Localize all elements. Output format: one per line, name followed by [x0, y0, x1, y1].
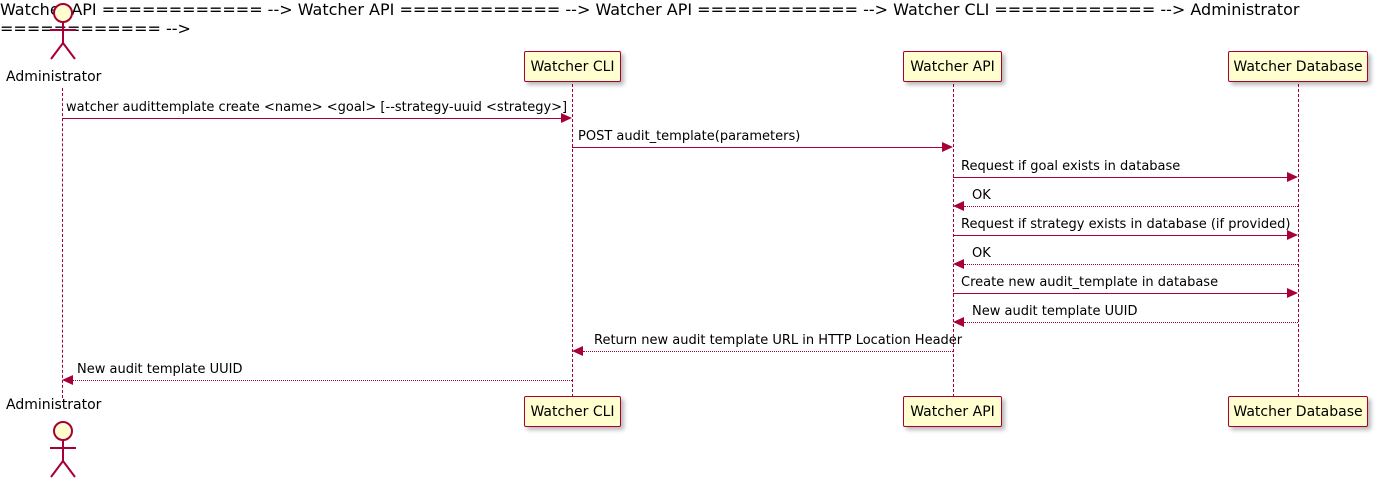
actor-label-administrator-bottom: Administrator — [6, 397, 102, 413]
message-label-9: Return new audit template URL in HTTP Lo… — [594, 333, 963, 348]
message-arrowhead-2 — [942, 142, 953, 152]
message-line-2 — [572, 147, 942, 148]
message-line-6 — [964, 264, 1298, 265]
message-label-2: POST audit_template(parameters) — [578, 129, 801, 144]
message-label-1: watcher audittemplate create <name> <goa… — [66, 100, 568, 115]
message-label-10: New audit template UUID — [77, 362, 243, 377]
message-arrowhead-5 — [1287, 230, 1298, 240]
participant-watcher-database-top[interactable]: Watcher Database — [1228, 51, 1368, 82]
message-arrowhead-1 — [561, 113, 572, 123]
message-label-4: OK — [972, 188, 991, 203]
message-line-10 — [73, 380, 572, 381]
message-label-3: Request if goal exists in database — [961, 159, 1181, 174]
message-arrowhead-10 — [62, 375, 73, 385]
participant-watcher-api-top[interactable]: Watcher API — [903, 51, 1002, 82]
participant-watcher-cli-bottom[interactable]: Watcher CLI — [524, 396, 621, 427]
message-line-3 — [953, 177, 1287, 178]
participant-watcher-api-bottom[interactable]: Watcher API — [903, 396, 1002, 427]
participant-watcher-database-bottom[interactable]: Watcher Database — [1228, 396, 1368, 427]
message-arrowhead-3 — [1287, 172, 1298, 182]
message-line-7 — [953, 293, 1287, 294]
actor-administrator-top — [50, 3, 76, 60]
message-label-6: OK — [972, 246, 991, 261]
message-line-8 — [964, 322, 1298, 323]
message-arrowhead-7 — [1287, 288, 1298, 298]
message-line-1 — [62, 118, 561, 119]
message-label-5: Request if strategy exists in database (… — [961, 217, 1291, 232]
message-arrowhead-6 — [953, 259, 964, 269]
lifeline-watcher-cli — [572, 84, 573, 397]
actor-label-administrator-top: Administrator — [6, 69, 102, 85]
message-line-5 — [953, 235, 1287, 236]
message-line-9 — [583, 351, 953, 352]
message-arrowhead-4 — [953, 201, 964, 211]
message-line-4 — [964, 206, 1298, 207]
lifeline-watcher-api — [953, 84, 954, 397]
message-label-7: Create new audit_template in database — [961, 275, 1219, 290]
message-label-8: New audit template UUID — [972, 304, 1138, 319]
participant-watcher-cli-top[interactable]: Watcher CLI — [524, 51, 621, 82]
actor-administrator-bottom — [50, 421, 76, 478]
message-arrowhead-8 — [953, 317, 964, 327]
message-arrowhead-9 — [572, 346, 583, 356]
lifeline-watcher-database — [1298, 84, 1299, 397]
lifeline-administrator — [62, 88, 63, 398]
